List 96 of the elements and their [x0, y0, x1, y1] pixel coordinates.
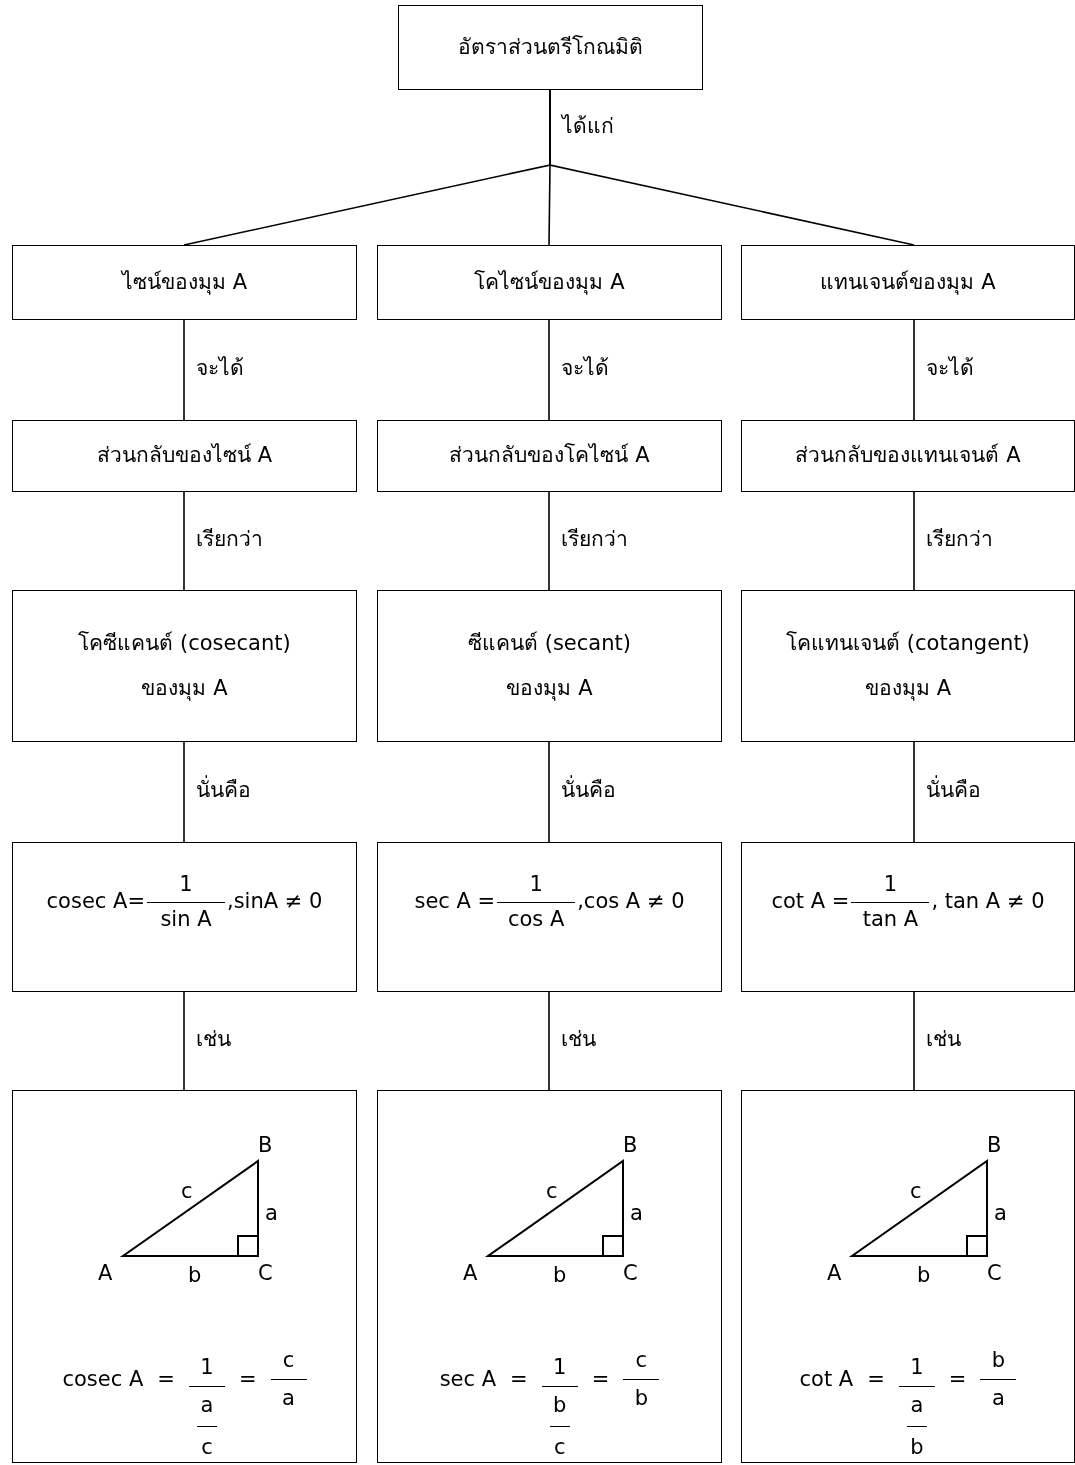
side-label: c — [910, 1181, 922, 1202]
equals-sign: = — [510, 1367, 528, 1393]
concept-box — [377, 1090, 722, 1463]
formula-text: ,cos A ≠ 0 — [577, 889, 685, 915]
box-text: อัตราส่วนตรีโกณมิติ — [458, 33, 643, 61]
vertex-label: A — [98, 1263, 113, 1284]
fraction-numerator: b — [553, 1393, 567, 1419]
connector-line — [913, 491, 915, 591]
side-label: b — [188, 1265, 202, 1286]
side-label: c — [181, 1181, 193, 1202]
formula-text: cosec A= — [46, 889, 145, 915]
concept-box — [12, 590, 357, 742]
fraction-denominator: tan A — [862, 906, 919, 932]
fraction-numerator: 1 — [883, 872, 898, 898]
fraction-numerator: c — [282, 1348, 295, 1374]
connector-line — [548, 319, 550, 421]
fraction-denominator: sin A — [160, 906, 212, 932]
fraction-numerator: 1 — [200, 1355, 214, 1381]
connector-line — [913, 741, 915, 843]
fraction-numerator: a — [910, 1393, 924, 1419]
fraction-denominator: a — [282, 1386, 295, 1412]
concept-box — [741, 590, 1075, 742]
fraction-denominator: b — [634, 1386, 648, 1412]
concept-box — [377, 245, 722, 320]
formula-text: sec A = — [414, 889, 496, 915]
connector-line — [913, 991, 915, 1091]
box-text: ส่วนกลับของโคไซน์ A — [449, 442, 650, 470]
vertex-label: A — [827, 1263, 842, 1284]
fraction-denominator: c — [201, 1435, 213, 1461]
side-label: b — [917, 1265, 931, 1286]
vertex-label: C — [987, 1263, 1002, 1284]
fraction-denominator: a — [992, 1386, 1005, 1412]
fraction-denominator: cos A — [507, 906, 565, 932]
box-text: แทนเจนต์ของมุม A — [820, 268, 996, 297]
connector-line — [183, 491, 185, 591]
fraction-numerator: 1 — [553, 1355, 567, 1381]
fraction-numerator: b — [991, 1348, 1006, 1374]
connector-line — [548, 991, 550, 1091]
side-label: a — [265, 1203, 278, 1224]
equals-sign: = — [948, 1367, 967, 1393]
vertex-label: C — [258, 1263, 273, 1284]
connector-line — [549, 89, 915, 246]
concept-box — [377, 842, 722, 992]
fraction-numerator: 1 — [910, 1355, 924, 1381]
equals-sign: = — [238, 1367, 257, 1393]
concept-box — [741, 420, 1075, 492]
concept-box — [12, 1090, 357, 1463]
box-text: ของมุม A — [506, 675, 593, 703]
side-label: a — [630, 1203, 643, 1224]
formula-text: , tan A ≠ 0 — [931, 889, 1045, 915]
fraction-numerator: 1 — [529, 872, 543, 898]
box-text: ของมุม A — [141, 675, 228, 703]
equals-sign: = — [591, 1367, 610, 1393]
concept-box — [741, 842, 1075, 992]
connector-line — [913, 319, 915, 421]
concept-box — [398, 5, 703, 90]
box-text: โคแทนเจนต์ (cotangent) — [786, 629, 1030, 657]
box-text: ส่วนกลับของแทนเจนต์ A — [795, 442, 1021, 470]
fraction-denominator: c — [553, 1435, 566, 1461]
concept-box — [741, 1090, 1075, 1463]
box-text: ซีแคนต์ (secant) — [468, 629, 631, 657]
box-text: ไซน์ของมุม A — [121, 268, 247, 297]
side-label: c — [546, 1181, 558, 1202]
equals-sign: = — [867, 1367, 885, 1393]
connector-line — [548, 741, 550, 843]
side-label: b — [553, 1265, 567, 1286]
concept-box — [12, 420, 357, 492]
box-text: ของมุม A — [864, 675, 951, 703]
equals-sign: = — [157, 1367, 175, 1393]
concept-box — [377, 590, 722, 742]
vertex-label: B — [258, 1135, 273, 1156]
box-text: โคไซน์ของมุม A — [474, 268, 625, 297]
box-text: โคซีแคนต์ (cosecant) — [78, 629, 291, 657]
formula-text: ,sinA ≠ 0 — [227, 889, 323, 915]
vertex-label: B — [623, 1135, 638, 1156]
box-text: ส่วนกลับของไซน์ A — [96, 442, 272, 470]
connector-line — [183, 991, 185, 1091]
fraction-numerator: 1 — [179, 872, 193, 898]
connector-line — [548, 491, 550, 591]
vertex-label: B — [987, 1135, 1002, 1156]
concept-box — [12, 245, 357, 320]
fraction-numerator: a — [200, 1393, 214, 1419]
concept-box — [377, 420, 722, 492]
vertex-label: A — [463, 1263, 478, 1284]
side-label: a — [994, 1203, 1007, 1224]
fraction-numerator: c — [635, 1348, 648, 1374]
formula-text: cosec A — [62, 1367, 144, 1393]
concept-box — [12, 842, 357, 992]
formula-text: sec A — [439, 1367, 497, 1393]
formula-text: cot A = — [771, 889, 850, 915]
vertex-label: C — [623, 1263, 638, 1284]
connector-line — [183, 741, 185, 843]
connector-line — [183, 319, 185, 421]
formula-text: cot A — [799, 1367, 854, 1393]
fraction-denominator: b — [910, 1435, 924, 1461]
concept-box — [741, 245, 1075, 320]
